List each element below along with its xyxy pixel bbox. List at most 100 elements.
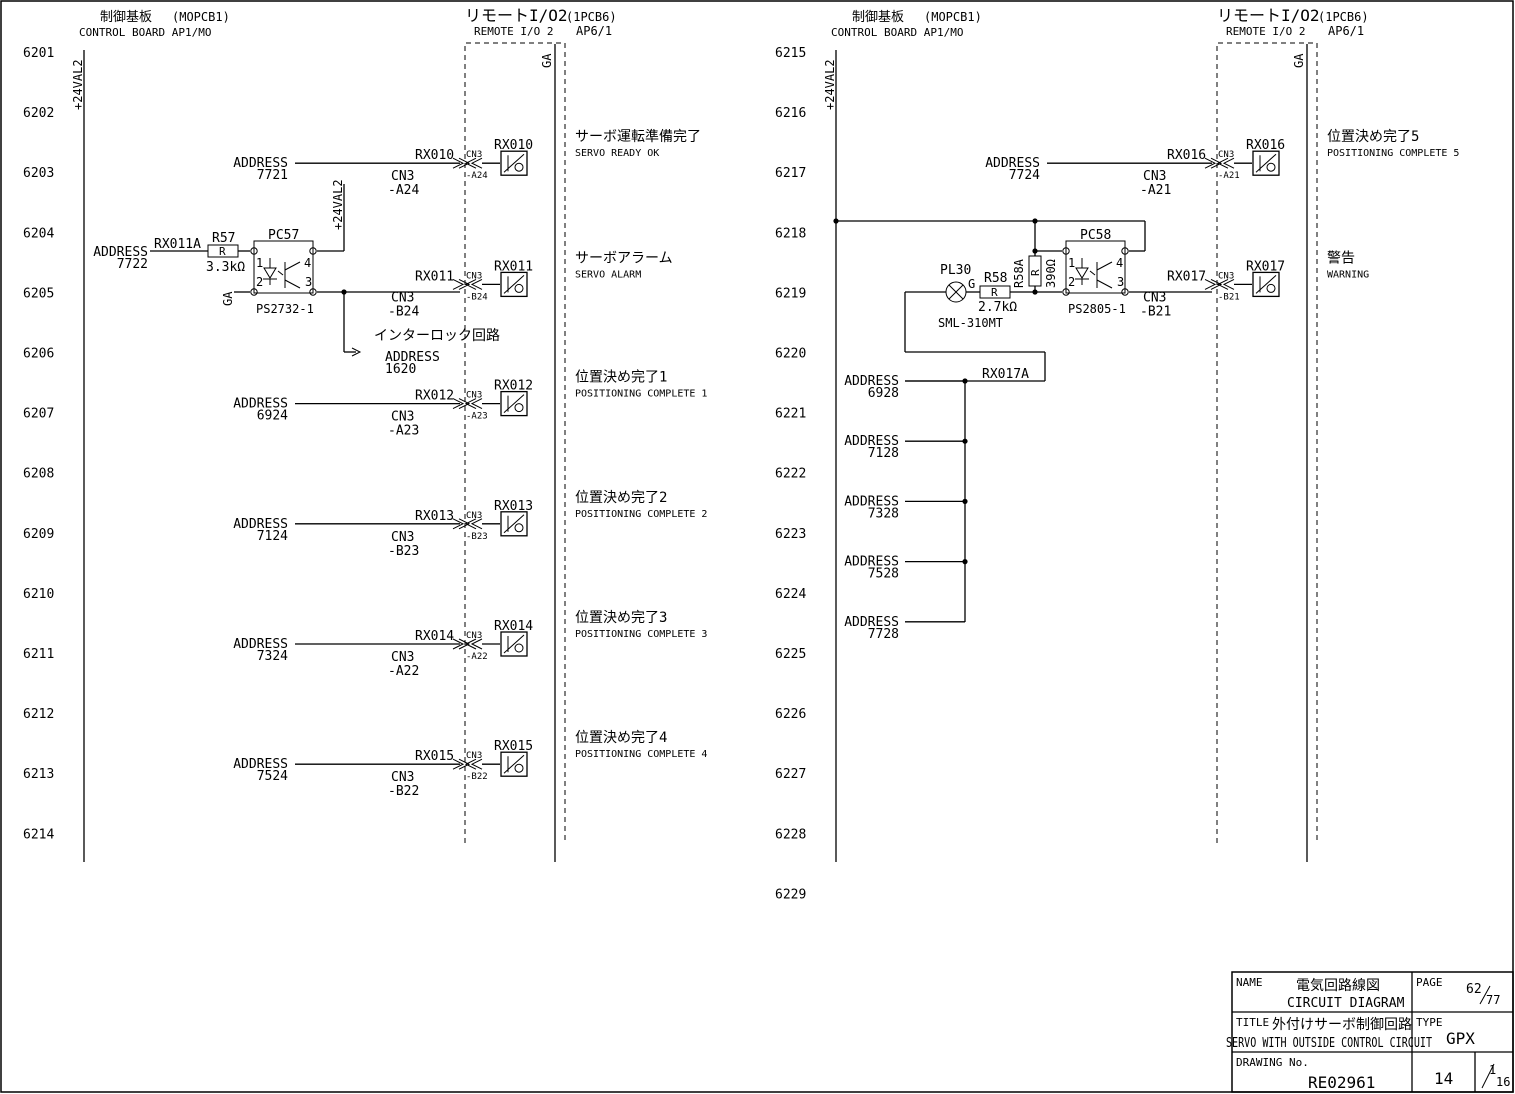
remote-pin: -A21	[1218, 171, 1240, 181]
connector-pin: -B21	[1140, 304, 1171, 319]
remote-pin: -A24	[466, 171, 488, 181]
optocoupler-name: PC58	[1080, 228, 1111, 243]
connector-pin: -A23	[388, 424, 419, 439]
title-block-frame	[1231, 971, 1514, 1093]
signal-name-jp: 位置決め完了3	[575, 610, 667, 626]
line-number: 6202	[23, 106, 54, 121]
ga-label: GA	[540, 53, 554, 68]
address-number: 7721	[257, 168, 288, 183]
connector-name: CN3	[1143, 290, 1166, 305]
optocoupler-part: PS2805-1	[1068, 302, 1126, 316]
rx-label: RX015	[415, 749, 454, 764]
line-number: 6212	[23, 707, 54, 722]
drawing-label: DRAWING No.	[1236, 1056, 1309, 1069]
connector-name: CN3	[1143, 169, 1166, 184]
signal-name-en: WARNING	[1327, 269, 1369, 280]
connector-pin: -A24	[388, 183, 419, 198]
remote-title-en: REMOTE I/O 2	[474, 25, 553, 38]
address-number: 7524	[257, 769, 288, 784]
junction-dot	[962, 559, 968, 565]
remote-rx-label: RX011	[494, 259, 533, 274]
line-number: 6208	[23, 467, 54, 482]
connector-name: CN3	[391, 770, 414, 785]
connector-arrow-left	[464, 278, 477, 290]
address-label: ADDRESS	[93, 245, 148, 260]
resistor-symbol: R	[1029, 269, 1042, 276]
board-title-en: CONTROL BOARD AP1/MO	[79, 26, 211, 39]
rail-label: +24VAL2	[71, 59, 85, 110]
signal-name-en: POSITIONING COMPLETE 3	[575, 629, 707, 640]
resistor-symbol: R	[991, 286, 998, 299]
ga-label: GA	[221, 291, 235, 306]
interlock-arrow	[351, 347, 362, 357]
board-title-jp: 制御基板	[852, 10, 904, 25]
sub-slash	[1481, 1063, 1495, 1089]
optocoupler-pc58	[1065, 240, 1126, 294]
signal-name-en: POSITIONING COMPLETE 4	[575, 749, 707, 760]
connector-pin: -A21	[1140, 183, 1171, 198]
connector-name: CN3	[391, 530, 414, 545]
address-number: 6928	[868, 386, 899, 401]
connector-arrow	[1204, 278, 1217, 290]
connector-arrow-left	[470, 758, 483, 770]
connector-pin: -B24	[388, 304, 419, 319]
connector-name: CN3	[391, 169, 414, 184]
pin-label: 2	[1068, 275, 1075, 289]
rail-label: +24VAL2	[331, 179, 345, 230]
signal-name-jp: 警告	[1327, 250, 1355, 266]
address-number: 1620	[385, 362, 416, 377]
input-terminal-icon	[500, 751, 528, 777]
address-label: ADDRESS	[844, 494, 899, 509]
line-number: 6225	[775, 647, 806, 662]
input-terminal-icon	[500, 390, 528, 417]
rx-label: RX010	[415, 148, 454, 163]
light-arrow	[277, 270, 284, 276]
rx-label: RX014	[415, 629, 454, 644]
connector-arrow	[458, 398, 471, 410]
remote-rx-label: RX010	[494, 138, 533, 153]
connector-arrow-left	[1222, 157, 1235, 169]
address-number: 7124	[257, 529, 288, 544]
address-number: 6924	[257, 409, 288, 424]
ga-label: GA	[1292, 53, 1306, 68]
line-number: 6228	[775, 827, 806, 842]
address-number: 7328	[868, 506, 899, 521]
connector-arrow-left	[464, 157, 477, 169]
type-value: GPX	[1446, 1029, 1475, 1048]
lamp-part: SML-310MT	[938, 316, 1003, 330]
address-number: 7324	[257, 649, 288, 664]
remote-io-boundary	[464, 42, 566, 843]
connector-pin: -B22	[388, 784, 419, 799]
title-label: TITLE	[1236, 1016, 1269, 1029]
line-number: 6204	[23, 226, 54, 241]
line-number: 6224	[775, 587, 806, 602]
line-number: 6205	[23, 286, 54, 301]
line-number: 6218	[775, 226, 806, 241]
connector-arrow-left	[1216, 157, 1229, 169]
remote-rx-label: RX016	[1246, 138, 1285, 153]
pin-label: 3	[1117, 275, 1124, 289]
remote-conn: CN3	[466, 751, 482, 761]
connector-arrow-left	[464, 398, 477, 410]
address-label: ADDRESS	[233, 156, 288, 171]
remote-conn: CN3	[466, 271, 482, 281]
interlock-label: インターロック回路	[374, 328, 500, 344]
input-terminal-icon	[500, 511, 528, 537]
rail-label: +24VAL2	[823, 59, 837, 110]
name-jp: 電気回路線図	[1296, 978, 1380, 994]
connector-arrow-left	[464, 518, 477, 530]
address-label: ADDRESS	[385, 350, 440, 365]
signal-name-jp: サーボ運転準備完了	[575, 129, 701, 145]
connector-arrow-left	[470, 157, 483, 169]
title-en: SERVO WITH OUTSIDE CONTROL CIRCUIT	[1226, 1036, 1432, 1051]
board-code: (MOPCB1)	[924, 10, 982, 24]
line-number: 6229	[775, 887, 806, 902]
address-label: ADDRESS	[233, 397, 288, 412]
connector-arrow	[458, 758, 471, 770]
address-number: 7722	[117, 257, 148, 272]
resistor-value: 2.7kΩ	[978, 300, 1017, 315]
input-terminal-icon	[500, 150, 528, 176]
line-number: 6223	[775, 527, 806, 542]
